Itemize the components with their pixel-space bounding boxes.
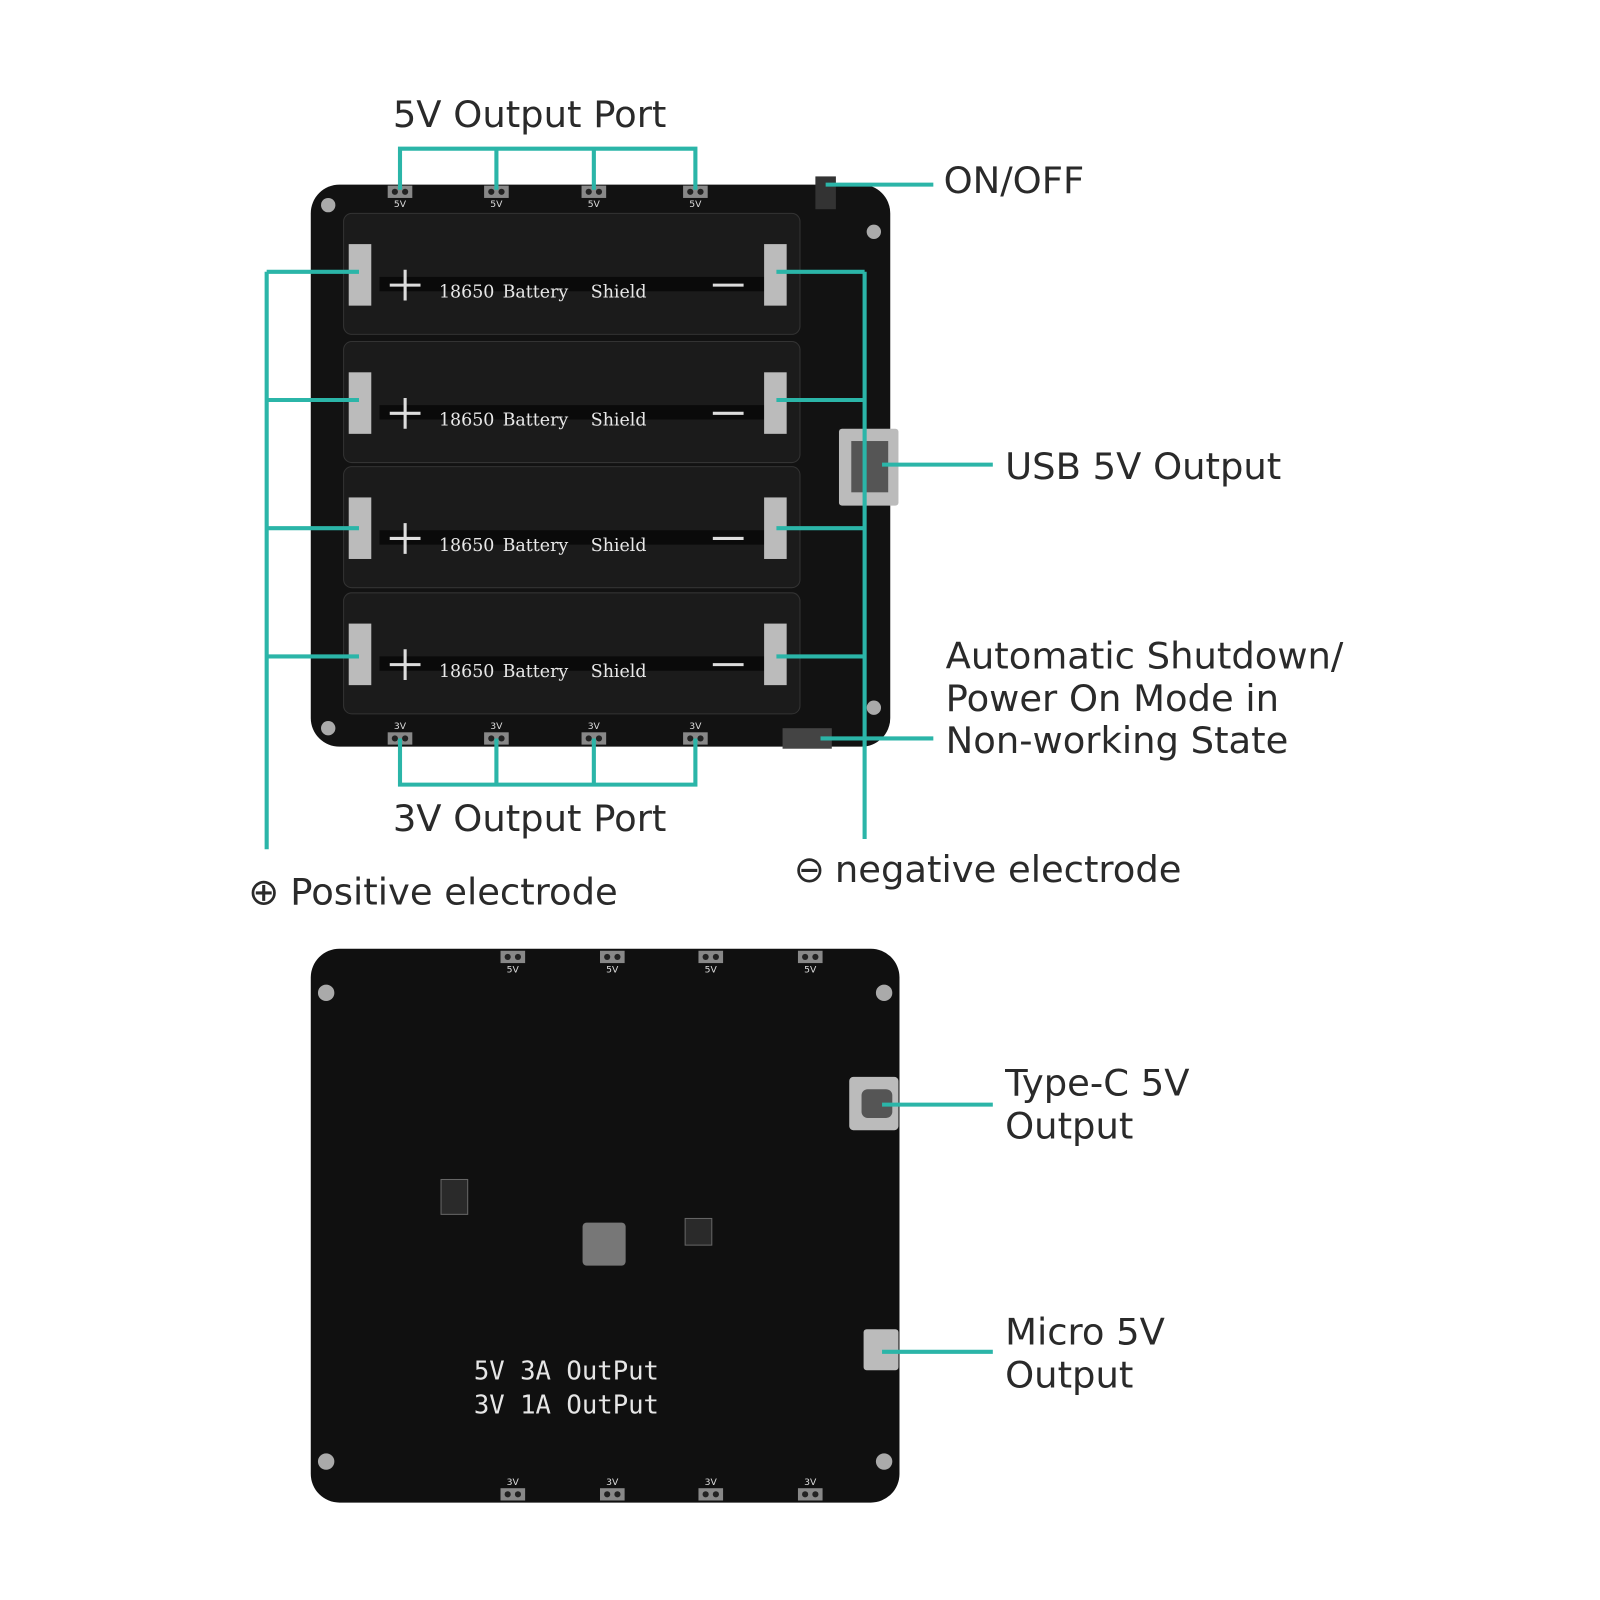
port-label: 3V	[507, 1477, 520, 1488]
output-port-pad: 5V	[484, 185, 509, 210]
port-label: 5V	[588, 199, 601, 210]
battery-slot: 18650 Battery Shield	[343, 466, 801, 589]
back-silkscreen-line1: 5V 3A OutPut	[474, 1356, 659, 1386]
port-label: 5V	[394, 199, 407, 210]
output-port-pad: 5V	[387, 185, 413, 210]
output-port-pad: 3V	[797, 1477, 823, 1501]
label-micro-2: Output	[1005, 1354, 1133, 1397]
output-port-pad: 5V	[797, 950, 823, 975]
port-label: 3V	[490, 721, 503, 732]
label-typec-1: Type-C 5V	[1004, 1061, 1189, 1104]
battery-slot-label: Battery	[503, 411, 569, 431]
on-off-switch[interactable]	[815, 176, 836, 210]
back-silkscreen-line2: 3V 1A OutPut	[474, 1390, 659, 1420]
micro-usb-port	[863, 1329, 899, 1371]
port-label: 3V	[689, 721, 702, 732]
negative-terminal	[764, 497, 787, 559]
port-label: 3V	[606, 1477, 619, 1488]
label-negative-electrode: negative electrode	[835, 848, 1182, 891]
negative-terminal	[764, 623, 787, 686]
label-5v-output-port: 5V Output Port	[393, 93, 667, 136]
battery-slot: 18650 Battery Shield	[343, 341, 801, 464]
bottom-board: 5V 3A OutPut 3V 1A OutPut 5V 5V 5V 5V 3V 3V 3V…	[310, 948, 900, 1503]
positive-terminal	[348, 497, 372, 559]
battery-slot-label: Battery	[503, 662, 569, 682]
label-positive-electrode: Positive electrode	[290, 871, 618, 914]
leader-lines-top	[264, 146, 993, 850]
port-label: 5V	[490, 199, 503, 210]
inductor	[582, 1222, 626, 1266]
label-micro-1: Micro 5V	[1005, 1311, 1165, 1354]
port-label: 3V	[705, 1477, 718, 1488]
output-port-pad: 3V	[600, 1477, 625, 1501]
label-typec-2: Output	[1005, 1104, 1133, 1147]
output-port-pad: 5V	[683, 185, 708, 210]
port-label: 3V	[804, 1477, 817, 1488]
port-label: 3V	[588, 721, 601, 732]
battery-slot-label: Battery	[503, 536, 569, 556]
battery-slot-label: Shield	[591, 662, 647, 682]
battery-slot-label: Shield	[591, 282, 647, 302]
positive-terminal	[348, 244, 372, 306]
port-label: 5V	[689, 199, 702, 210]
battery-slot-label: 18650	[439, 411, 494, 431]
output-port-pad: 3V	[698, 1477, 724, 1501]
label-auto-shutdown-3: Non-working State	[946, 719, 1289, 762]
negative-terminal	[764, 372, 787, 434]
battery-slot: 18650 Battery Shield	[343, 592, 801, 715]
output-port-pad: 5V	[500, 950, 526, 975]
output-port-pad: 5V	[600, 950, 625, 975]
label-usb-5v-output: USB 5V Output	[1005, 445, 1281, 488]
battery-slot-label: Shield	[591, 536, 647, 556]
battery-slot-label: Battery	[503, 282, 569, 302]
port-label: 5V	[705, 964, 718, 975]
output-port-pad: 5V	[698, 950, 724, 975]
minus-icon: ⊖	[794, 848, 825, 891]
label-on-off: ON/OFF	[944, 159, 1085, 202]
battery-slot: 18650 Battery Shield	[343, 212, 801, 335]
output-port-pad: 3V	[500, 1477, 526, 1501]
label-3v-output-port: 3V Output Port	[393, 797, 667, 840]
battery-slot-label: 18650	[439, 282, 494, 302]
port-label: 3V	[394, 721, 407, 732]
label-auto-shutdown-1: Automatic Shutdown/	[946, 635, 1344, 678]
label-auto-shutdown-2: Power On Mode in	[946, 677, 1279, 720]
negative-terminal	[764, 244, 787, 306]
port-label: 5V	[804, 964, 817, 975]
leader-lines-bottom	[882, 1102, 993, 1354]
battery-slot-label: 18650	[439, 536, 494, 556]
output-port-pad: 5V	[581, 185, 607, 210]
port-label: 5V	[606, 964, 619, 975]
battery-slot-label: 18650	[439, 662, 494, 682]
output-port-pad: 3V	[484, 721, 509, 745]
positive-terminal	[348, 372, 372, 434]
port-label: 5V	[507, 964, 520, 975]
battery-slot-label: Shield	[591, 411, 647, 431]
positive-terminal	[348, 623, 372, 686]
plus-icon: ⊕	[248, 871, 279, 914]
5v-port-pads: 5V 5V 5V 5V	[387, 185, 708, 210]
mode-jumper[interactable]	[782, 728, 832, 749]
